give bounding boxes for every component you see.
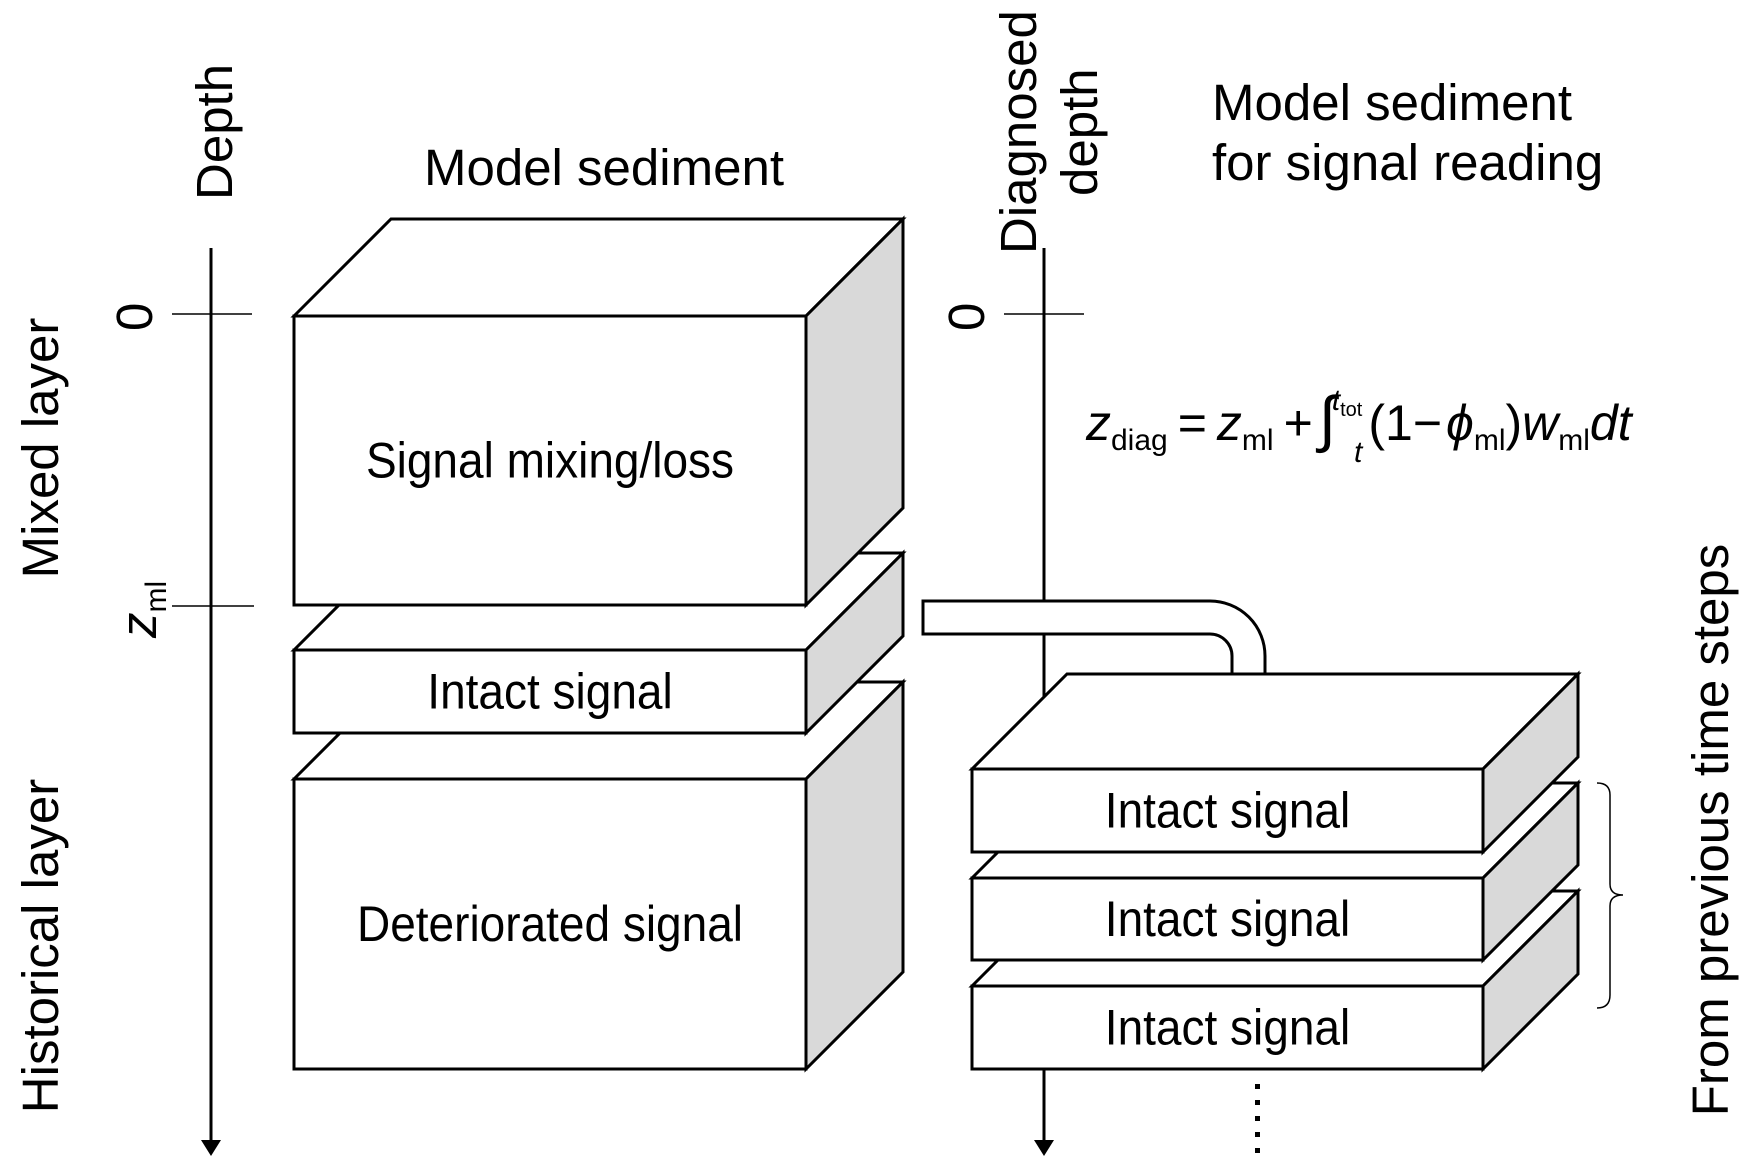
diagnosed-depth-equation: zdiag=zml+∫ttot(1−ϕml)wmldt [1085,384,1634,457]
diagnosed-depth-label-line1: Diagnosed [990,10,1047,254]
right-panel-title-line1: Model sediment [1212,74,1572,131]
tick-zero-right-label: 0 [938,303,995,331]
box-front-face [970,876,1485,962]
tick-zml-label: zml [110,581,173,639]
left-panel-title: Model sediment [424,139,784,196]
continuation-dot [1255,1100,1260,1105]
tick-zero-left-label: 0 [106,303,163,331]
box-label: Intact signal [1105,892,1350,947]
depth-axis-label: Depth [186,64,243,200]
diagnosed-depth-axis-arrowhead [1034,1140,1054,1156]
depth-axis-arrowhead [201,1140,221,1156]
box-label: Intact signal [1105,1001,1350,1056]
left-box-stack: Deteriorated signal Intact signal Signal m… [290,215,907,1073]
equation-lower-limit: t [1354,436,1364,469]
box-label: Signal mixing/loss [366,434,734,489]
box-front-face [970,767,1485,854]
box-signal-mixing-loss: Signal mixing/loss [290,215,907,609]
box-label: Intact signal [1105,784,1350,839]
diagnosed-depth-label-line2: depth [1051,68,1108,196]
right-panel: Diagnosed depth 0 Model sediment for sig… [921,10,1739,1156]
continuation-dot [1255,1116,1260,1121]
box-intact-signal-1: Intact signal [968,670,1582,856]
box-top-face [968,672,1582,771]
box-label: Deteriorated signal [357,897,743,952]
mixed-layer-label: Mixed layer [12,318,69,579]
box-deteriorated-signal: Deteriorated signal [290,678,907,1073]
continuation-dot [1255,1084,1260,1089]
box-top-face [290,217,907,318]
previous-steps-label: From previous time steps [1682,544,1739,1117]
left-panel: Depth 0 zml Mixed layer Historical layer… [12,64,907,1156]
box-label: Intact signal [427,665,672,720]
historical-layer-label: Historical layer [12,779,69,1113]
box-front-face [292,648,808,735]
previous-steps-bracket [1596,782,1624,1009]
box-front-face [970,984,1485,1071]
continuation-dots [1255,1084,1260,1153]
continuation-dot [1255,1132,1260,1137]
box-front-face [292,314,808,607]
right-panel-title-line2: for signal reading [1212,134,1603,191]
continuation-dot [1255,1148,1260,1153]
box-front-face [292,777,808,1071]
